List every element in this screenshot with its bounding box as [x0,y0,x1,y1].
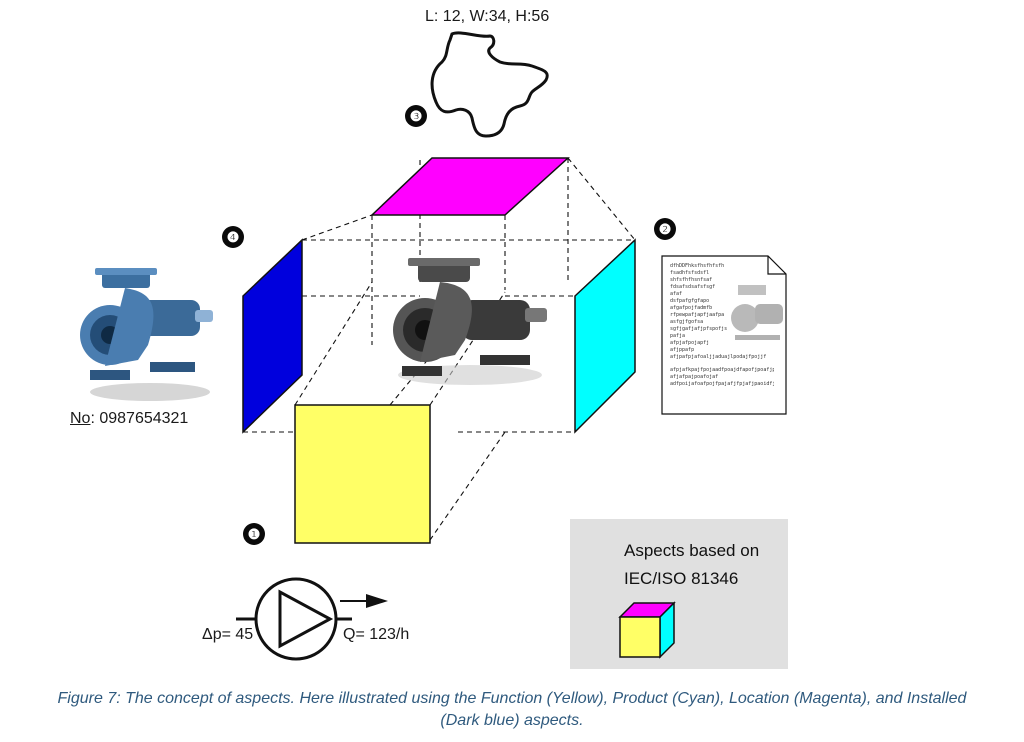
product-number-prefix: No [70,410,91,427]
doc-line: afaf [670,291,683,297]
pump-symbol-icon [236,577,352,661]
doc-line: afgafpojfadmfb [670,305,713,311]
doc-line: afjpafpjafoaljjaduajlpodajfpojjf [670,354,767,360]
doc-line: adfpoijafoafpojfpajafjfpjafjpaoidfjpaoid… [670,381,774,387]
doc-line: shfsfhfhsnfsaf [670,277,713,283]
doc-line: fsadhfsfsdsfl [670,270,710,276]
figure-caption: Figure 7: The concept of aspects. Here i… [0,688,1024,732]
marker-product: ❷ [654,218,676,240]
marker-installed: ❹ [222,226,244,248]
installed-pump-photo-icon [80,268,213,401]
location-plane-magenta [370,157,570,216]
flow-arrow-icon [340,594,388,608]
flow-label: Q= 123/h [343,626,410,643]
doc-line: asfgjfgofsa [670,319,704,325]
doc-line: dfhDDFhksfhsfhfsfh [670,263,725,269]
doc-line: sgfjgafjafjpfspofjs [670,326,728,332]
function-plane-yellow [294,404,431,544]
product-plane-cyan [574,238,636,434]
doc-line: rfpewpafjapfjaafpa [670,312,725,318]
doc-line: afjppafp [670,347,695,353]
installed-plane-blue [242,238,303,434]
doc-line: afjafpajpoafojaf [670,374,719,380]
marker-function: ❶ [243,523,265,545]
legend-box: Aspects based on IEC/ISO 81346 [570,519,788,669]
legend-cube-icon [618,601,676,659]
product-number-label: No: 0987654321 [70,410,188,428]
legend-line-1: Aspects based on [624,541,760,560]
doc-line: fdsafsdsafsfsgf [670,284,716,290]
document-icon [661,255,787,415]
document-text: dfhDDFhksfhsfhfsfh fsadhfsfsdsfl shfsfhf… [670,263,774,388]
pump-outline-icon [430,31,549,138]
doc-line: pafja [670,333,686,339]
pressure-label: Δp= 45 [202,626,254,643]
cube-dashed-lines [243,157,636,541]
pump-photo-icon [393,258,547,385]
marker-location: ❸ [405,105,427,127]
caption-line-2: (Dark blue) aspects. [440,712,584,729]
product-number-value: : 0987654321 [90,410,189,427]
doc-line: afpjafpojapfj [670,340,710,346]
doc-line: dsfpafgfgfapo [670,298,710,304]
dimensions-label: L: 12, W:34, H:56 [425,8,550,25]
doc-line: afpjafkpajfpojaadfpoajdfapofjpoafjpaf [670,367,774,373]
caption-line-1: Figure 7: The concept of aspects. Here i… [57,690,967,707]
legend-line-2: IEC/ISO 81346 [624,569,739,588]
